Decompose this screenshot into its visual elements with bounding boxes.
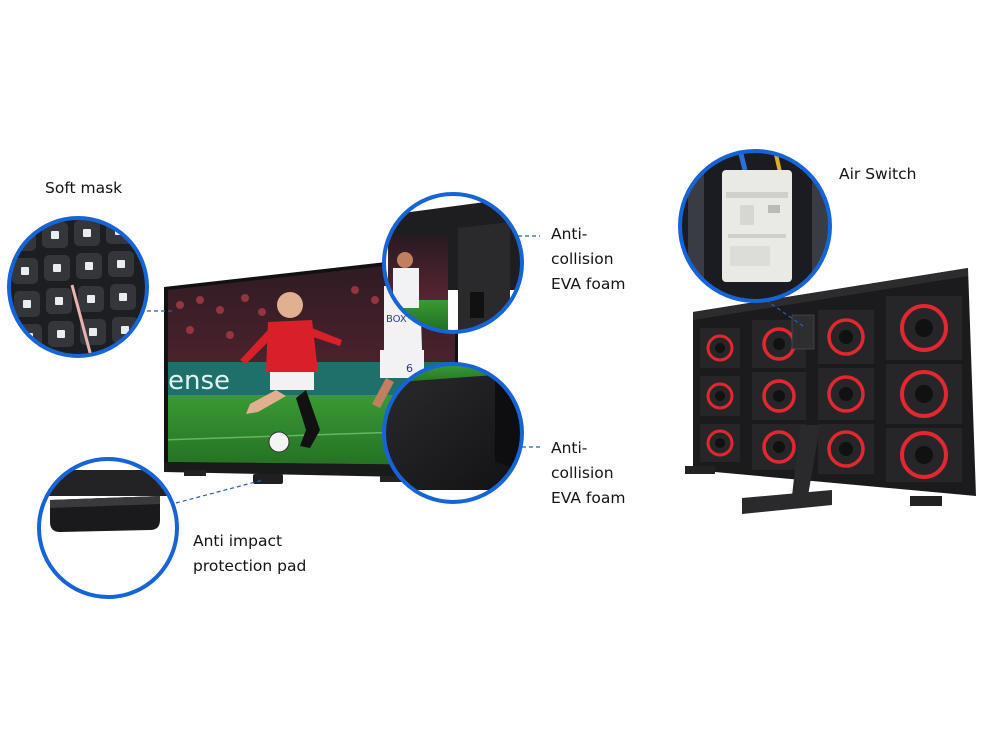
soft-mask-callout [7,216,149,358]
eva-foam-bottom-label: Anti- collision EVA foam [551,439,626,507]
soft-mask-label: Soft mask [45,179,123,197]
impact-pad-small [253,474,283,484]
cabinet-back [685,268,976,514]
air-switch-label: Air Switch [839,165,917,183]
air-switch-callout [678,149,832,303]
impact-pad-callout [37,457,179,599]
banner-text: ense [168,366,230,396]
impact-pad-label: Anti impact protection pad [193,532,307,575]
eva-foam-top-label: Anti- collision EVA foam [551,225,626,293]
fan-grid [700,296,962,482]
eva-foam-top-callout [382,192,524,334]
football [268,431,290,453]
player-number: 6 [406,362,413,375]
air-switch-box [791,314,815,350]
player-red [240,292,342,448]
eva-foam-bottom-callout [382,362,524,504]
shirt-text: BOX [386,314,407,325]
support-stand [792,425,820,496]
